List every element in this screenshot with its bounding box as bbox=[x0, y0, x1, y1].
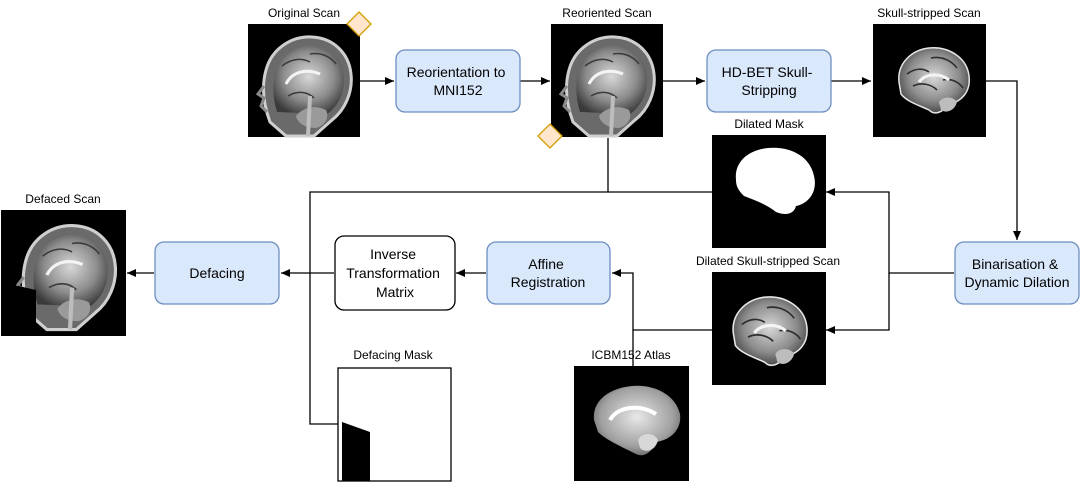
step-reorientation: Reorientation to MNI152 bbox=[395, 49, 521, 113]
step-hdbet-line-1: HD-BET Skull- bbox=[722, 64, 813, 80]
edge-binarisation-to-dilated-mask bbox=[826, 188, 954, 274]
step-binarisation-line-1: Binarisation & bbox=[972, 256, 1059, 272]
step-inverse-line-3: Matrix bbox=[376, 284, 414, 300]
step-reorientation-line-2: MNI152 bbox=[433, 82, 482, 98]
edge-skullstripped-to-binarisation bbox=[986, 80, 1021, 240]
dilated-mask: Dilated Mask bbox=[712, 117, 826, 248]
step-binarisation-line-2: Dynamic Dilation bbox=[964, 274, 1069, 290]
svg-text:Defacing: Defacing bbox=[189, 265, 244, 281]
step-affine-line-2: Registration bbox=[511, 274, 586, 290]
icbm152-atlas-label: ICBM152 Atlas bbox=[591, 348, 670, 362]
step-inverse-line-2: Transformation bbox=[346, 265, 440, 281]
reoriented-scan-marker-diamond bbox=[537, 123, 563, 149]
svg-text:Affine Registration: Affine Registration bbox=[511, 256, 586, 290]
skull-stripped-scan: Skull-stripped Scan bbox=[873, 6, 986, 137]
step-affine-registration: Affine Registration bbox=[486, 241, 611, 305]
defaced-scan: Defaced Scan bbox=[1, 192, 126, 336]
defaced-scan-label: Defaced Scan bbox=[25, 192, 100, 206]
svg-text:Reorientation to MNI152: Reorientation to MNI152 bbox=[407, 64, 510, 98]
edges bbox=[127, 77, 1021, 425]
step-inverse-line-1: Inverse bbox=[370, 246, 416, 262]
original-scan-marker-diamond bbox=[346, 11, 372, 37]
step-affine-line-1: Affine bbox=[528, 256, 564, 272]
step-hdbet: HD-BET Skull- Stripping bbox=[706, 49, 832, 113]
dilated-skull-stripped-scan-label: Dilated Skull-stripped Scan bbox=[696, 254, 840, 268]
step-defacing-line-1: Defacing bbox=[189, 265, 244, 281]
edge-binarisation-to-dilated-scan bbox=[826, 273, 890, 334]
svg-text:Binarisation & Dynamic D: Binarisation & Dynamic Dilation bbox=[964, 256, 1069, 290]
step-defacing: Defacing bbox=[154, 241, 280, 305]
step-inverse-matrix: Inverse Transformation Matrix bbox=[334, 235, 456, 311]
edge-reoriented-to-defacing-bus bbox=[309, 138, 609, 425]
skull-stripped-scan-label: Skull-stripped Scan bbox=[877, 6, 980, 20]
edge-dilated-scan-to-affine bbox=[612, 269, 712, 331]
reoriented-scan: Reoriented Scan bbox=[551, 6, 663, 138]
original-scan: Original Scan bbox=[248, 6, 360, 138]
step-binarisation: Binarisation & Dynamic Dilation bbox=[954, 241, 1080, 305]
step-hdbet-line-2: Stripping bbox=[741, 82, 796, 98]
svg-text:HD-BET Skull- Stripping: HD-BET Skull- Stripping bbox=[722, 64, 817, 98]
dilated-mask-label: Dilated Mask bbox=[734, 117, 804, 131]
dilated-skull-stripped-scan: Dilated Skull-stripped Scan bbox=[696, 254, 840, 385]
defacing-mask: Defacing Mask bbox=[337, 348, 452, 482]
icbm152-atlas: ICBM152 Atlas bbox=[574, 348, 689, 481]
svg-text:Inverse Transformation: Inverse Transformation Matrix bbox=[346, 246, 444, 300]
reoriented-scan-label: Reoriented Scan bbox=[562, 6, 651, 20]
defacing-mask-label: Defacing Mask bbox=[353, 348, 433, 362]
original-scan-label: Original Scan bbox=[268, 6, 340, 20]
step-reorientation-line-1: Reorientation to bbox=[407, 64, 506, 80]
